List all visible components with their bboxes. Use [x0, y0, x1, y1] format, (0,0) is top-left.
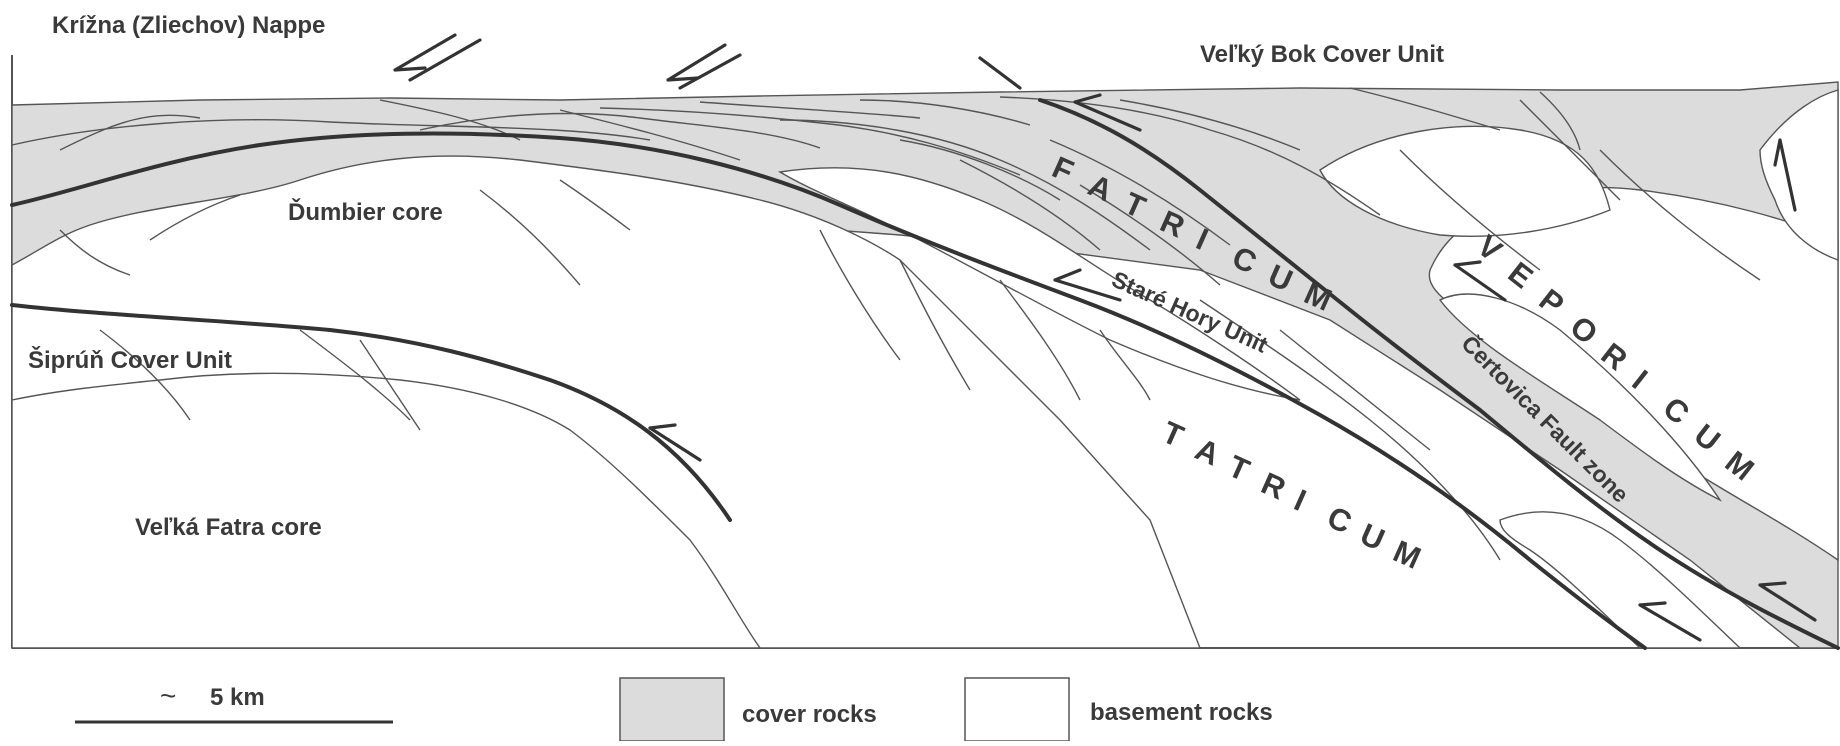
tatricum-letter: U: [1355, 516, 1391, 557]
tatricum-letter: T: [1157, 414, 1189, 454]
tatricum-letter: C: [1322, 499, 1358, 540]
basement-swatch: [965, 678, 1069, 741]
arrow-icon: [680, 55, 740, 88]
approx-symbol: ~: [160, 680, 176, 711]
scale-label: 5 km: [210, 684, 265, 711]
dumbier-core-label: Ďumbier core: [288, 198, 443, 226]
tatricum-letter: T: [1223, 448, 1255, 488]
tatricum-letter: A: [1190, 431, 1226, 472]
arrow-icon: [410, 40, 480, 80]
siprun-cover-label: Šiprúň Cover Unit: [28, 346, 232, 374]
krizna-nappe-label: Krížna (Zliechov) Nappe: [52, 12, 325, 39]
arrow-icon: [395, 35, 455, 70]
legend: ~ 5 km cover rocks basement rocks: [75, 678, 1273, 741]
cover-swatch: [620, 678, 724, 741]
velky-bok-label: Veľký Bok Cover Unit: [1200, 41, 1444, 68]
tatricum-letter: I: [1289, 482, 1312, 518]
arrow-icon: [668, 45, 725, 80]
velka-fatra-core-label: Veľká Fatra core: [135, 514, 322, 541]
arrow-icon: [980, 58, 1020, 88]
tatricum-letter: M: [1388, 533, 1427, 576]
basement-legend-label: basement rocks: [1090, 699, 1273, 726]
tatricum-letter: R: [1256, 465, 1292, 506]
cover-legend-label: cover rocks: [742, 701, 877, 728]
